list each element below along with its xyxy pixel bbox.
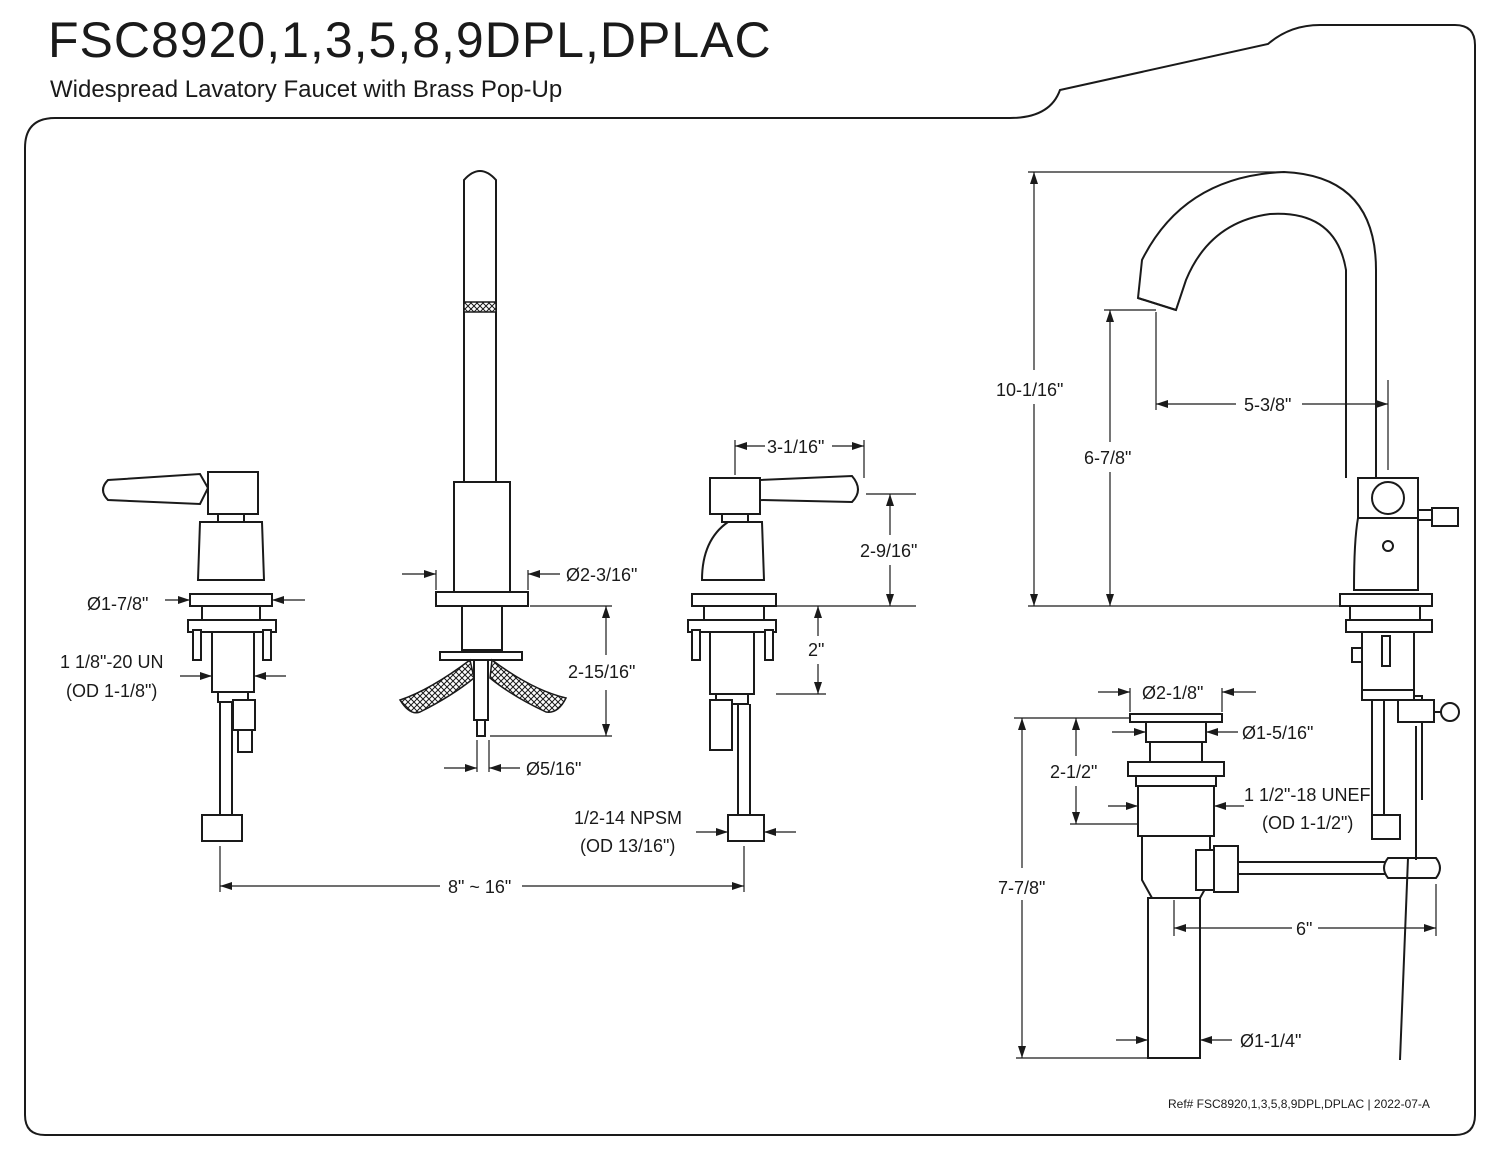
drain-upper-height-label: 2-1/2" <box>1050 762 1097 782</box>
dim-right-lever <box>734 440 865 478</box>
handle-height-label: 2-9/16" <box>860 541 917 561</box>
dim-spout-reach <box>1155 312 1389 470</box>
dim-drain-total <box>1016 718 1148 1059</box>
dim-drain-upper <box>1014 717 1138 825</box>
drain-total-height-label: 7-7/8" <box>998 878 1045 898</box>
spout-front-drawing <box>398 170 568 737</box>
lever-length-label: 3-1/16" <box>767 437 824 457</box>
supply-thread-label-1: 1/2-14 NPSM <box>574 808 682 828</box>
dim-left-flange <box>165 596 305 604</box>
spout-side-drawing <box>1136 170 1460 840</box>
right-handle-drawing <box>687 474 859 842</box>
left-thread-label-1: 1 1/8"-20 UN <box>60 652 163 672</box>
overall-height-label: 10-1/16" <box>996 380 1063 400</box>
drawing-frame <box>24 24 1476 1136</box>
left-flange-dia-label: Ø1-7/8" <box>87 594 148 614</box>
drain-body-dia-label: Ø1-5/16" <box>1242 723 1313 743</box>
dim-spout-shank <box>490 605 612 737</box>
dim-drain-thread <box>1108 802 1244 810</box>
dim-left-thread <box>180 672 286 680</box>
dim-right-height <box>776 493 916 607</box>
dim-spout-supply <box>444 740 520 772</box>
dim-spout-base <box>402 570 560 590</box>
page-subtitle: Widespread Lavatory Faucet with Brass Po… <box>50 76 563 103</box>
dim-drain-body <box>1112 728 1238 736</box>
left-thread-label-2: (OD 1-1/8") <box>66 681 157 701</box>
spout-base-dia-label: Ø2-3/16" <box>566 565 637 585</box>
dim-drain-flange <box>1098 688 1256 712</box>
dim-supply-thread <box>696 828 796 836</box>
handle-shank-label: 2" <box>808 640 824 660</box>
spout-reach-label: 5-3/8" <box>1244 395 1291 415</box>
supply-thread-label-2: (OD 13/16") <box>580 836 675 856</box>
dim-overall-height <box>1028 171 1340 607</box>
spout-shank-length-label: 2-15/16" <box>568 662 635 682</box>
dim-right-shank <box>776 606 826 695</box>
dim-rod-length <box>1173 884 1437 936</box>
dim-spout-clearance <box>1104 309 1156 606</box>
drain-flange-dia-label: Ø2-1/8" <box>1142 683 1203 703</box>
rod-length-label: 6" <box>1296 919 1312 939</box>
dim-tailpiece <box>1116 1036 1232 1044</box>
drain-thread-label-1: 1 1/2"-18 UNEF <box>1244 785 1370 805</box>
spout-clearance-label: 6-7/8" <box>1084 448 1131 468</box>
page-title: FSC8920,1,3,5,8,9DPL,DPLAC <box>48 12 772 68</box>
dim-center-spread <box>219 846 745 892</box>
center-spread-label: 8" ~ 16" <box>448 877 511 897</box>
drain-drawing <box>1127 713 1441 1061</box>
tailpiece-dia-label: Ø1-1/4" <box>1240 1031 1301 1051</box>
drain-thread-label-2: (OD 1-1/2") <box>1262 813 1353 833</box>
left-handle-drawing <box>102 471 277 842</box>
reference-footer: Ref# FSC8920,1,3,5,8,9DPL,DPLAC | 2022-0… <box>1168 1097 1430 1111</box>
spout-supply-dia-label: Ø5/16" <box>526 759 581 779</box>
